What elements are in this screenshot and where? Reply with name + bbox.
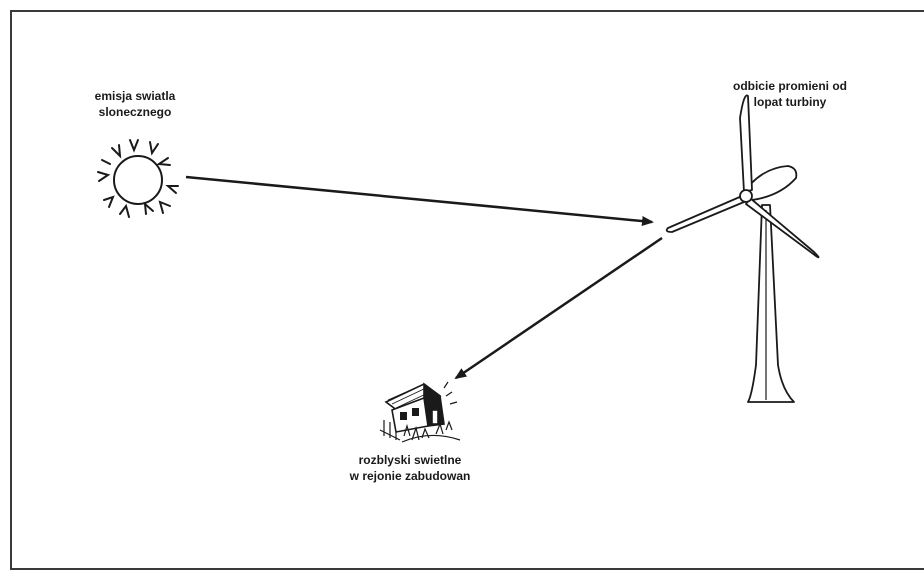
turbine-reflection-label-line-2: lopat turbiny bbox=[753, 95, 827, 109]
sun-emission-label: emisja swiatla slonecznego bbox=[70, 88, 200, 120]
sun-emission-label-line-1: emisja swiatla bbox=[94, 89, 176, 103]
reflected-ray-arrow bbox=[454, 236, 663, 380]
wind-turbine-icon bbox=[665, 94, 820, 403]
house-flash-label-line-1: rozblyski swietlne bbox=[358, 453, 462, 467]
sun-icon bbox=[97, 139, 179, 218]
house-flash-label-line-2: w rejonie zabudowan bbox=[349, 469, 471, 483]
sun-emission-label-line-2: slonecznego bbox=[98, 105, 172, 119]
turbine-reflection-label: odbicie promieni od lopat turbiny bbox=[705, 78, 875, 110]
diagram-canvas bbox=[97, 94, 820, 443]
house-flash-label: rozblyski swietlne w rejonie zabudowan bbox=[320, 452, 500, 484]
incoming-ray-arrow bbox=[185, 175, 654, 227]
house-icon bbox=[379, 381, 461, 443]
turbine-reflection-label-line-1: odbicie promieni od bbox=[732, 79, 847, 93]
